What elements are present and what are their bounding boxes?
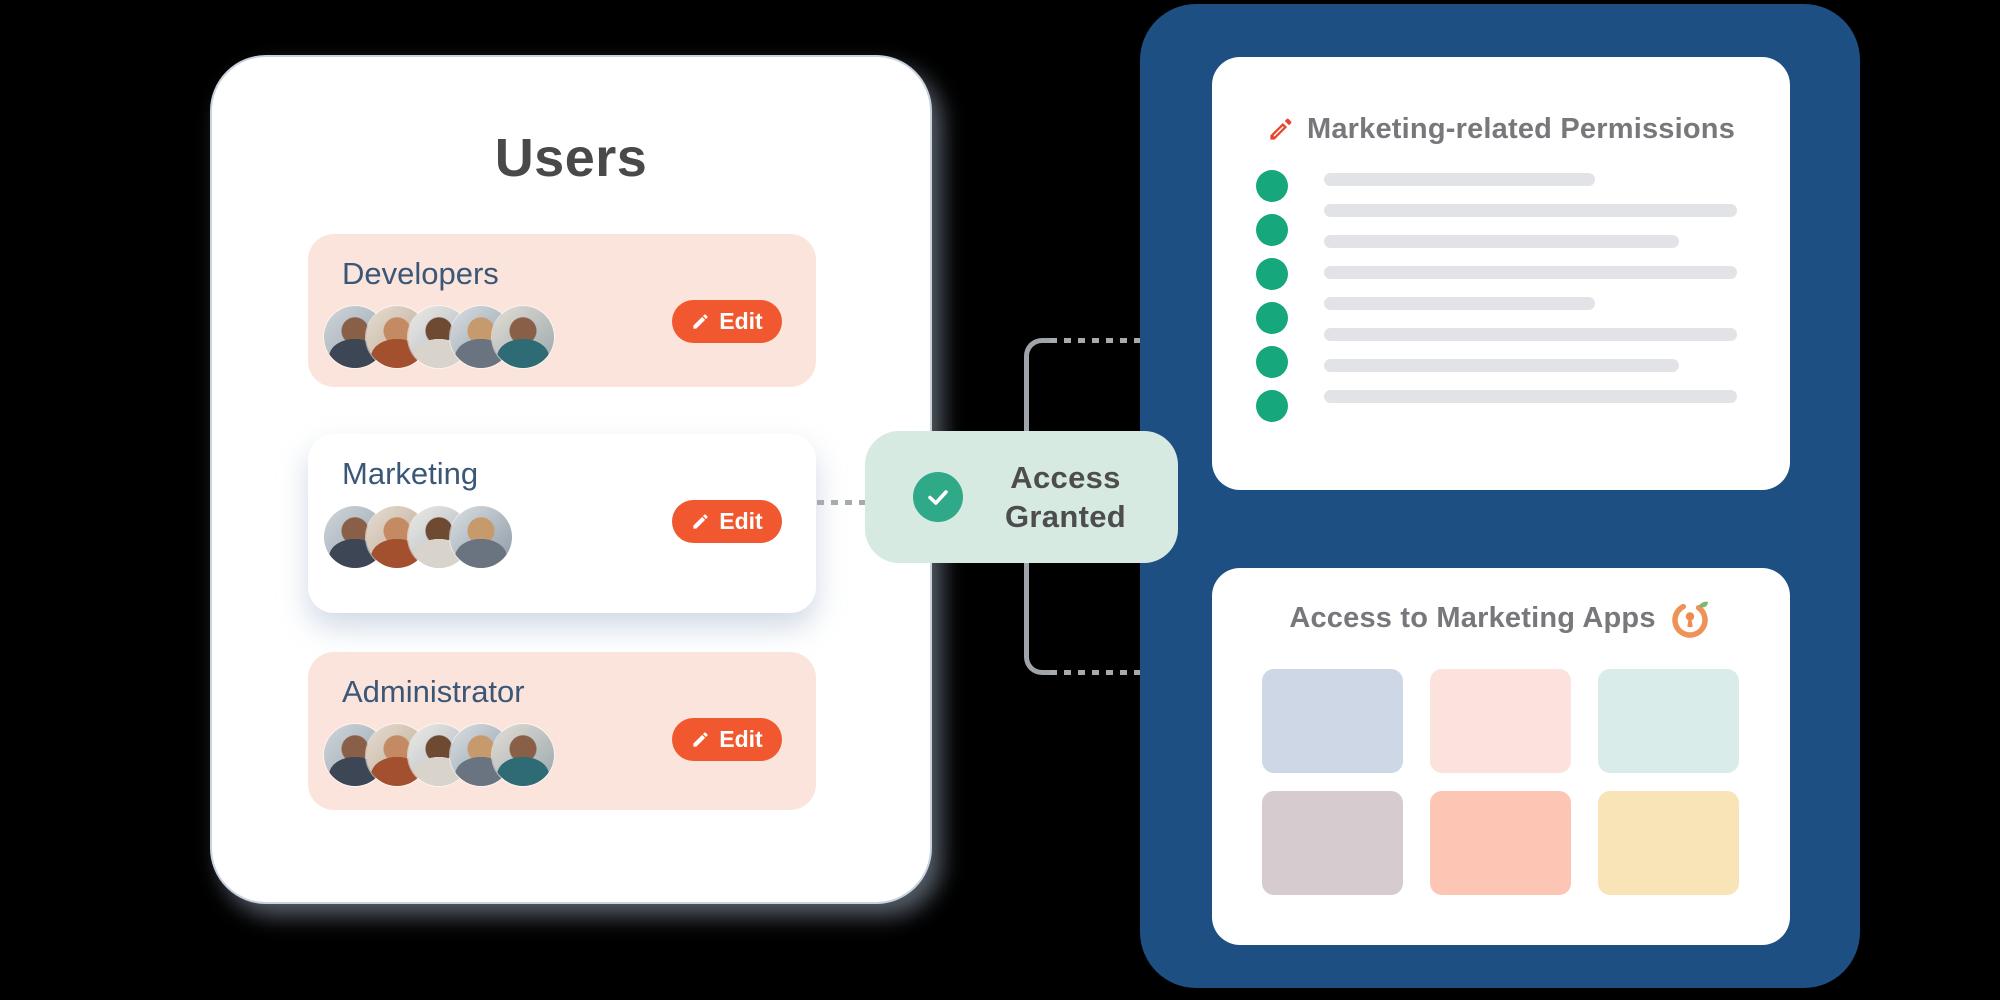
- app-tile-pink: [1430, 669, 1571, 773]
- app-tile-mauve: [1262, 791, 1403, 895]
- group-card-developers: Developers Edit: [308, 234, 816, 387]
- marketing-access-panel: Marketing-related Permissions Access to …: [1140, 4, 1860, 988]
- member-avatar: [492, 724, 554, 786]
- permissions-card-header: Marketing-related Permissions: [1212, 113, 1790, 146]
- edit-button-administrator[interactable]: Edit: [672, 718, 782, 761]
- permission-text-bar: [1324, 297, 1595, 310]
- access-granted-badge: Access Granted: [865, 431, 1178, 563]
- orange-lock-icon: [1671, 601, 1708, 638]
- avatar-group-developers: [324, 306, 554, 368]
- connector-dashed-top: [1050, 338, 1213, 343]
- permission-bullet: [1256, 302, 1288, 334]
- group-name-developers: Developers: [342, 256, 499, 291]
- group-card-marketing: Marketing Edit: [308, 434, 816, 613]
- users-panel-title: Users: [494, 128, 648, 188]
- users-panel: Users Developers Edit Marketing Edit Adm…: [210, 55, 932, 904]
- member-avatar: [492, 306, 554, 368]
- avatar-group-administrator: [324, 724, 554, 786]
- permission-text-bar: [1324, 359, 1679, 372]
- app-tile-blue: [1262, 669, 1403, 773]
- member-avatar: [450, 506, 512, 568]
- permission-text-bar: [1324, 328, 1737, 341]
- permissions-card-title: Marketing-related Permissions: [1306, 113, 1736, 145]
- access-granted-label: Access Granted: [1005, 460, 1126, 534]
- group-card-administrator: Administrator Edit: [308, 652, 816, 810]
- permissions-card: Marketing-related Permissions: [1212, 57, 1790, 490]
- permission-text-bar: [1324, 266, 1737, 279]
- apps-card-header: Access to Marketing Apps: [1212, 596, 1790, 640]
- permission-bullet: [1256, 170, 1288, 202]
- app-tile-yellow: [1598, 791, 1739, 895]
- permission-text-bar: [1324, 390, 1737, 403]
- pencil-icon: [693, 514, 708, 529]
- edit-button-label: Edit: [719, 726, 763, 752]
- apps-card: Access to Marketing Apps: [1212, 568, 1790, 945]
- permission-text-bar: [1324, 173, 1595, 186]
- app-tile-grid: [1262, 669, 1739, 895]
- app-tile-salmon: [1430, 791, 1571, 895]
- permission-text-bar: [1324, 204, 1737, 217]
- apps-card-title: Access to Marketing Apps: [1289, 601, 1656, 634]
- edit-button-marketing[interactable]: Edit: [672, 500, 782, 543]
- app-tile-teal: [1598, 669, 1739, 773]
- avatar-group-marketing: [324, 506, 512, 568]
- permission-bullet: [1256, 346, 1288, 378]
- connector-dashed-bottom: [1050, 670, 1213, 675]
- edit-button-developers[interactable]: Edit: [672, 300, 782, 343]
- permission-text-bars: [1324, 173, 1737, 421]
- group-name-marketing: Marketing: [342, 456, 479, 491]
- permission-text-bar: [1324, 235, 1679, 248]
- connector-dashed-marketing: [817, 500, 865, 505]
- pencil-icon: [1267, 116, 1294, 143]
- group-name-administrator: Administrator: [342, 674, 525, 709]
- check-icon: [913, 472, 963, 522]
- pencil-icon: [693, 314, 708, 329]
- permission-bullet: [1256, 390, 1288, 422]
- pencil-icon: [693, 732, 708, 747]
- permission-bullet-list: [1256, 170, 1288, 434]
- permission-bullet: [1256, 258, 1288, 290]
- edit-button-label: Edit: [719, 308, 763, 334]
- permission-bullet: [1256, 214, 1288, 246]
- edit-button-label: Edit: [719, 508, 763, 534]
